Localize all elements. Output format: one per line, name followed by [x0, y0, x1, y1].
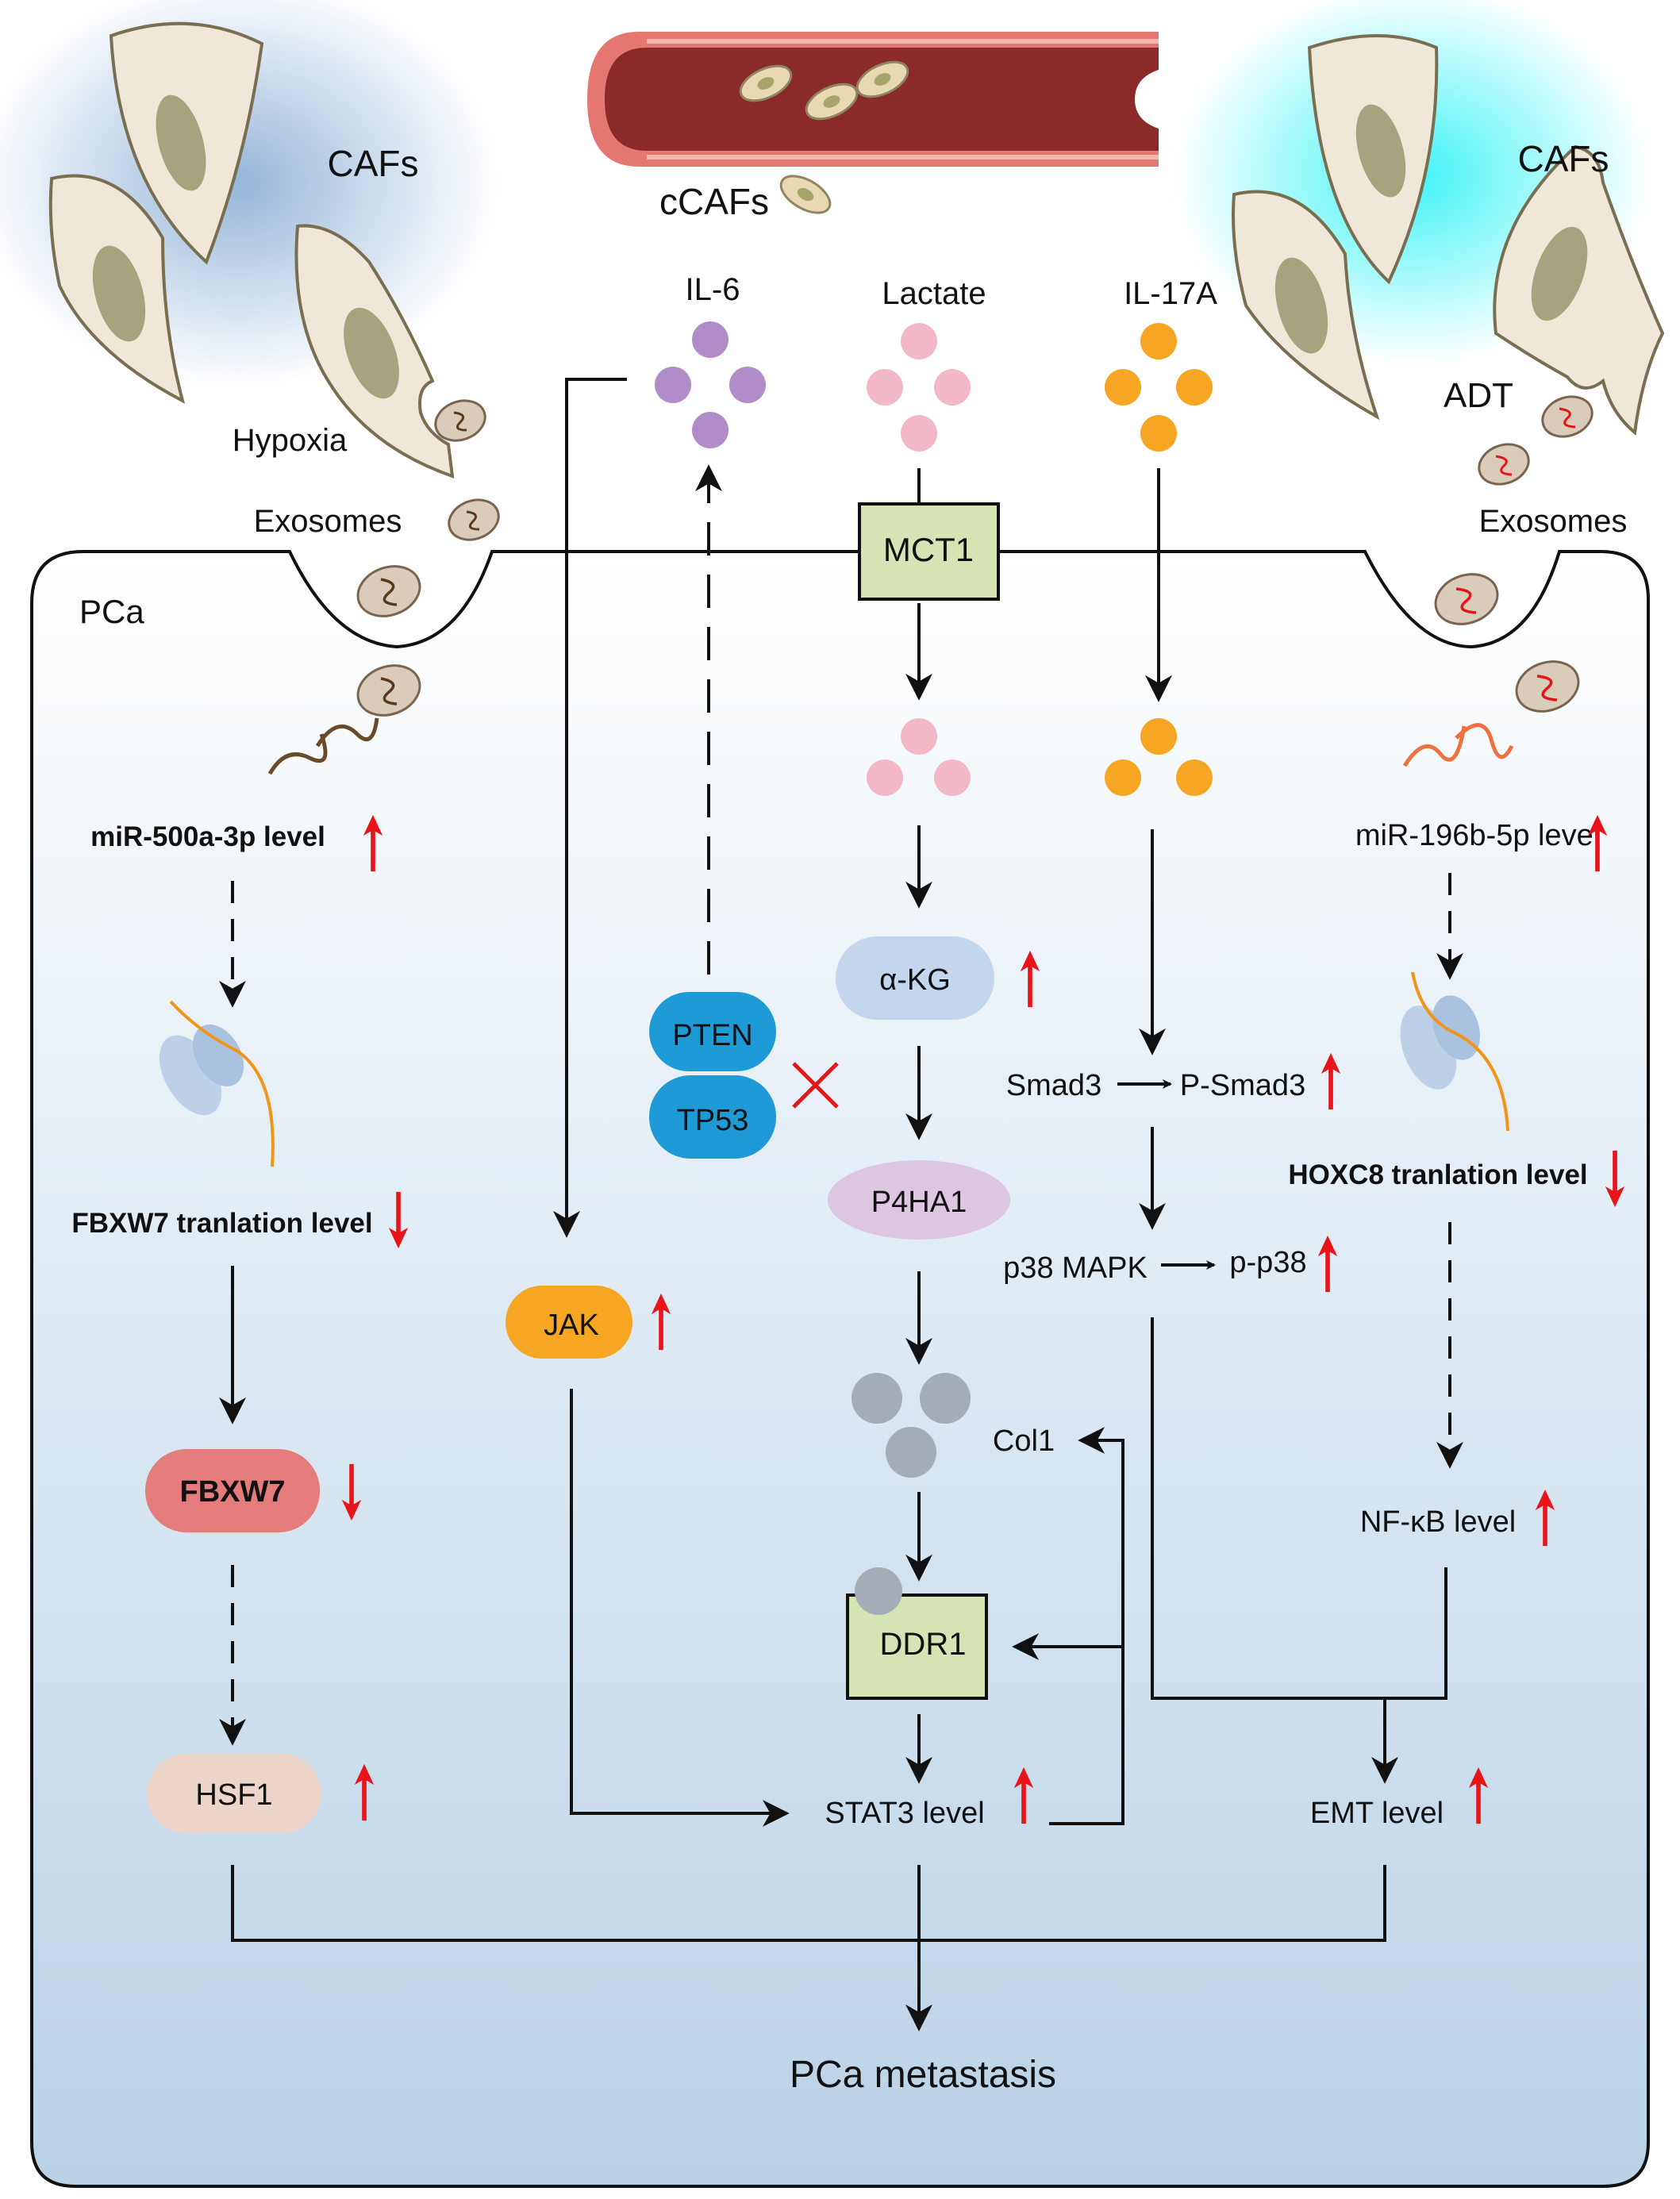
- nfkb-label: NF-κB level: [1360, 1505, 1516, 1539]
- adt-label: ADT: [1444, 376, 1513, 415]
- ribosome-icon: [159, 1000, 275, 1167]
- smad3-label: Smad3: [1006, 1069, 1101, 1102]
- caf-cell-icon: [294, 224, 455, 479]
- fbxw7-translation-label: FBXW7 tranlation level: [71, 1208, 372, 1239]
- pten-node: [649, 992, 776, 1071]
- cafs-right-label: CAFs: [1518, 138, 1609, 179]
- il17a-intracellular-icon: [1105, 718, 1213, 796]
- lactate-molecules-icon: [867, 323, 971, 452]
- cafs-left-label: CAFs: [328, 143, 419, 184]
- ccaf-cell-icon: [779, 175, 832, 214]
- metastasis-label: PCa metastasis: [790, 2054, 1056, 2096]
- exosome-icon: [1515, 660, 1580, 713]
- exosome-icon: [1541, 395, 1594, 438]
- psmad3-label: P-Smad3: [1180, 1069, 1305, 1102]
- exosomes-left-label: Exosomes: [254, 504, 402, 539]
- mirna-strand-icon: [1402, 723, 1514, 767]
- inhibition-cross-icon: [792, 1062, 839, 1109]
- exosome-icon: [1478, 443, 1530, 486]
- fbxw7-node: [145, 1449, 320, 1532]
- pp38-label: p-p38: [1229, 1246, 1306, 1279]
- ribosome-icon: [1400, 971, 1509, 1132]
- jak-node: [506, 1286, 632, 1359]
- exosomes-right-label: Exosomes: [1479, 504, 1628, 539]
- collagen-molecules-icon: [852, 1373, 971, 1478]
- emt-label: EMT level: [1310, 1797, 1444, 1830]
- caf-cell-icon: [48, 174, 186, 404]
- lactate-intracellular-icon: [867, 718, 971, 796]
- akg-node: [836, 936, 994, 1020]
- caf-cell-icon: [109, 21, 264, 265]
- il17a-label: IL-17A: [1124, 276, 1217, 311]
- ddr1-label: DDR1: [880, 1627, 967, 1662]
- il6-molecules-icon: [655, 321, 766, 448]
- caf-cell-icon: [1493, 144, 1665, 436]
- exosome-icon: [356, 565, 421, 617]
- fbxw7-label: FBXW7: [180, 1475, 286, 1509]
- stat3-label: STAT3 level: [825, 1797, 984, 1830]
- exosome-icon: [448, 498, 500, 541]
- p4ha1-label: P4HA1: [871, 1186, 967, 1219]
- pca-cell-membrane: [30, 550, 1650, 2188]
- tp53-node: [649, 1075, 776, 1159]
- lactate-label: Lactate: [882, 276, 986, 311]
- col1-label: Col1: [993, 1424, 1055, 1458]
- akg-label: α-KG: [879, 963, 951, 997]
- p4ha1-node: [828, 1160, 1010, 1240]
- ccafs-label: cCAFs: [659, 181, 769, 222]
- exosome-icon: [1434, 573, 1499, 625]
- mir500-label: miR-500a-3p level: [90, 821, 325, 852]
- pten-label: PTEN: [672, 1019, 752, 1052]
- hsf1-node: [147, 1754, 321, 1833]
- mir196-label: miR-196b-5p level: [1355, 819, 1600, 852]
- pca-cell-label: PCa: [79, 593, 144, 630]
- hoxc8-translation-label: HOXC8 tranlation level: [1288, 1159, 1587, 1190]
- mirna-strand-icon: [267, 717, 379, 775]
- il6-label: IL-6: [686, 272, 740, 307]
- exosome-icon: [434, 399, 486, 442]
- hypoxia-label: Hypoxia: [233, 423, 348, 458]
- tp53-label: TP53: [677, 1104, 749, 1137]
- blood-vessel-icon: [587, 32, 1159, 167]
- caf-cell-icon: [1232, 190, 1380, 421]
- mct1-transporter: [858, 502, 1000, 601]
- p38-label: p38 MAPK: [1003, 1251, 1148, 1285]
- il17a-molecules-icon: [1105, 323, 1213, 452]
- exosome-icon: [356, 664, 421, 717]
- jak-label: JAK: [544, 1309, 599, 1342]
- collagen-bound-icon: [855, 1567, 902, 1615]
- hsf1-label: HSF1: [195, 1778, 272, 1812]
- mct1-label: MCT1: [883, 531, 974, 568]
- caf-cell-icon: [1307, 34, 1439, 285]
